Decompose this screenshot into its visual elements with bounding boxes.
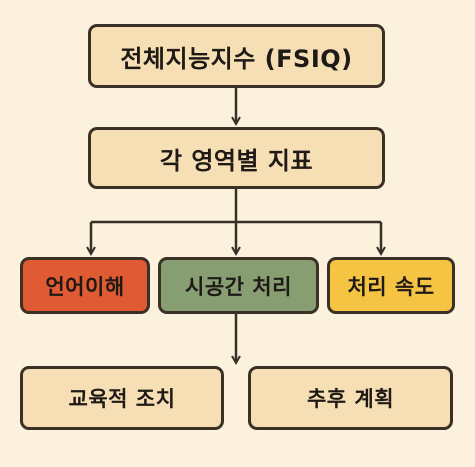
- node-future-plan: 추후 계획: [248, 366, 453, 430]
- node-index-label: 각 영역별 지표: [159, 146, 314, 175]
- node-index-scores: 각 영역별 지표: [88, 127, 385, 189]
- node-visual-label: 시공간 처리: [185, 274, 292, 299]
- node-speed-label: 처리 속도: [347, 274, 435, 299]
- node-plan-label: 추후 계획: [306, 387, 395, 411]
- node-educational-action: 교육적 조치: [20, 366, 224, 430]
- node-fsiq: 전체지능지수 (FSIQ): [88, 24, 385, 88]
- node-verbal-comprehension: 언어이해: [20, 257, 150, 314]
- node-processing-speed: 처리 속도: [327, 257, 455, 314]
- node-fsiq-label: 전체지능지수 (FSIQ): [120, 44, 353, 73]
- node-edu-label: 교육적 조치: [68, 387, 176, 411]
- node-verbal-label: 언어이해: [45, 274, 125, 299]
- node-visual-spatial: 시공간 처리: [158, 257, 319, 314]
